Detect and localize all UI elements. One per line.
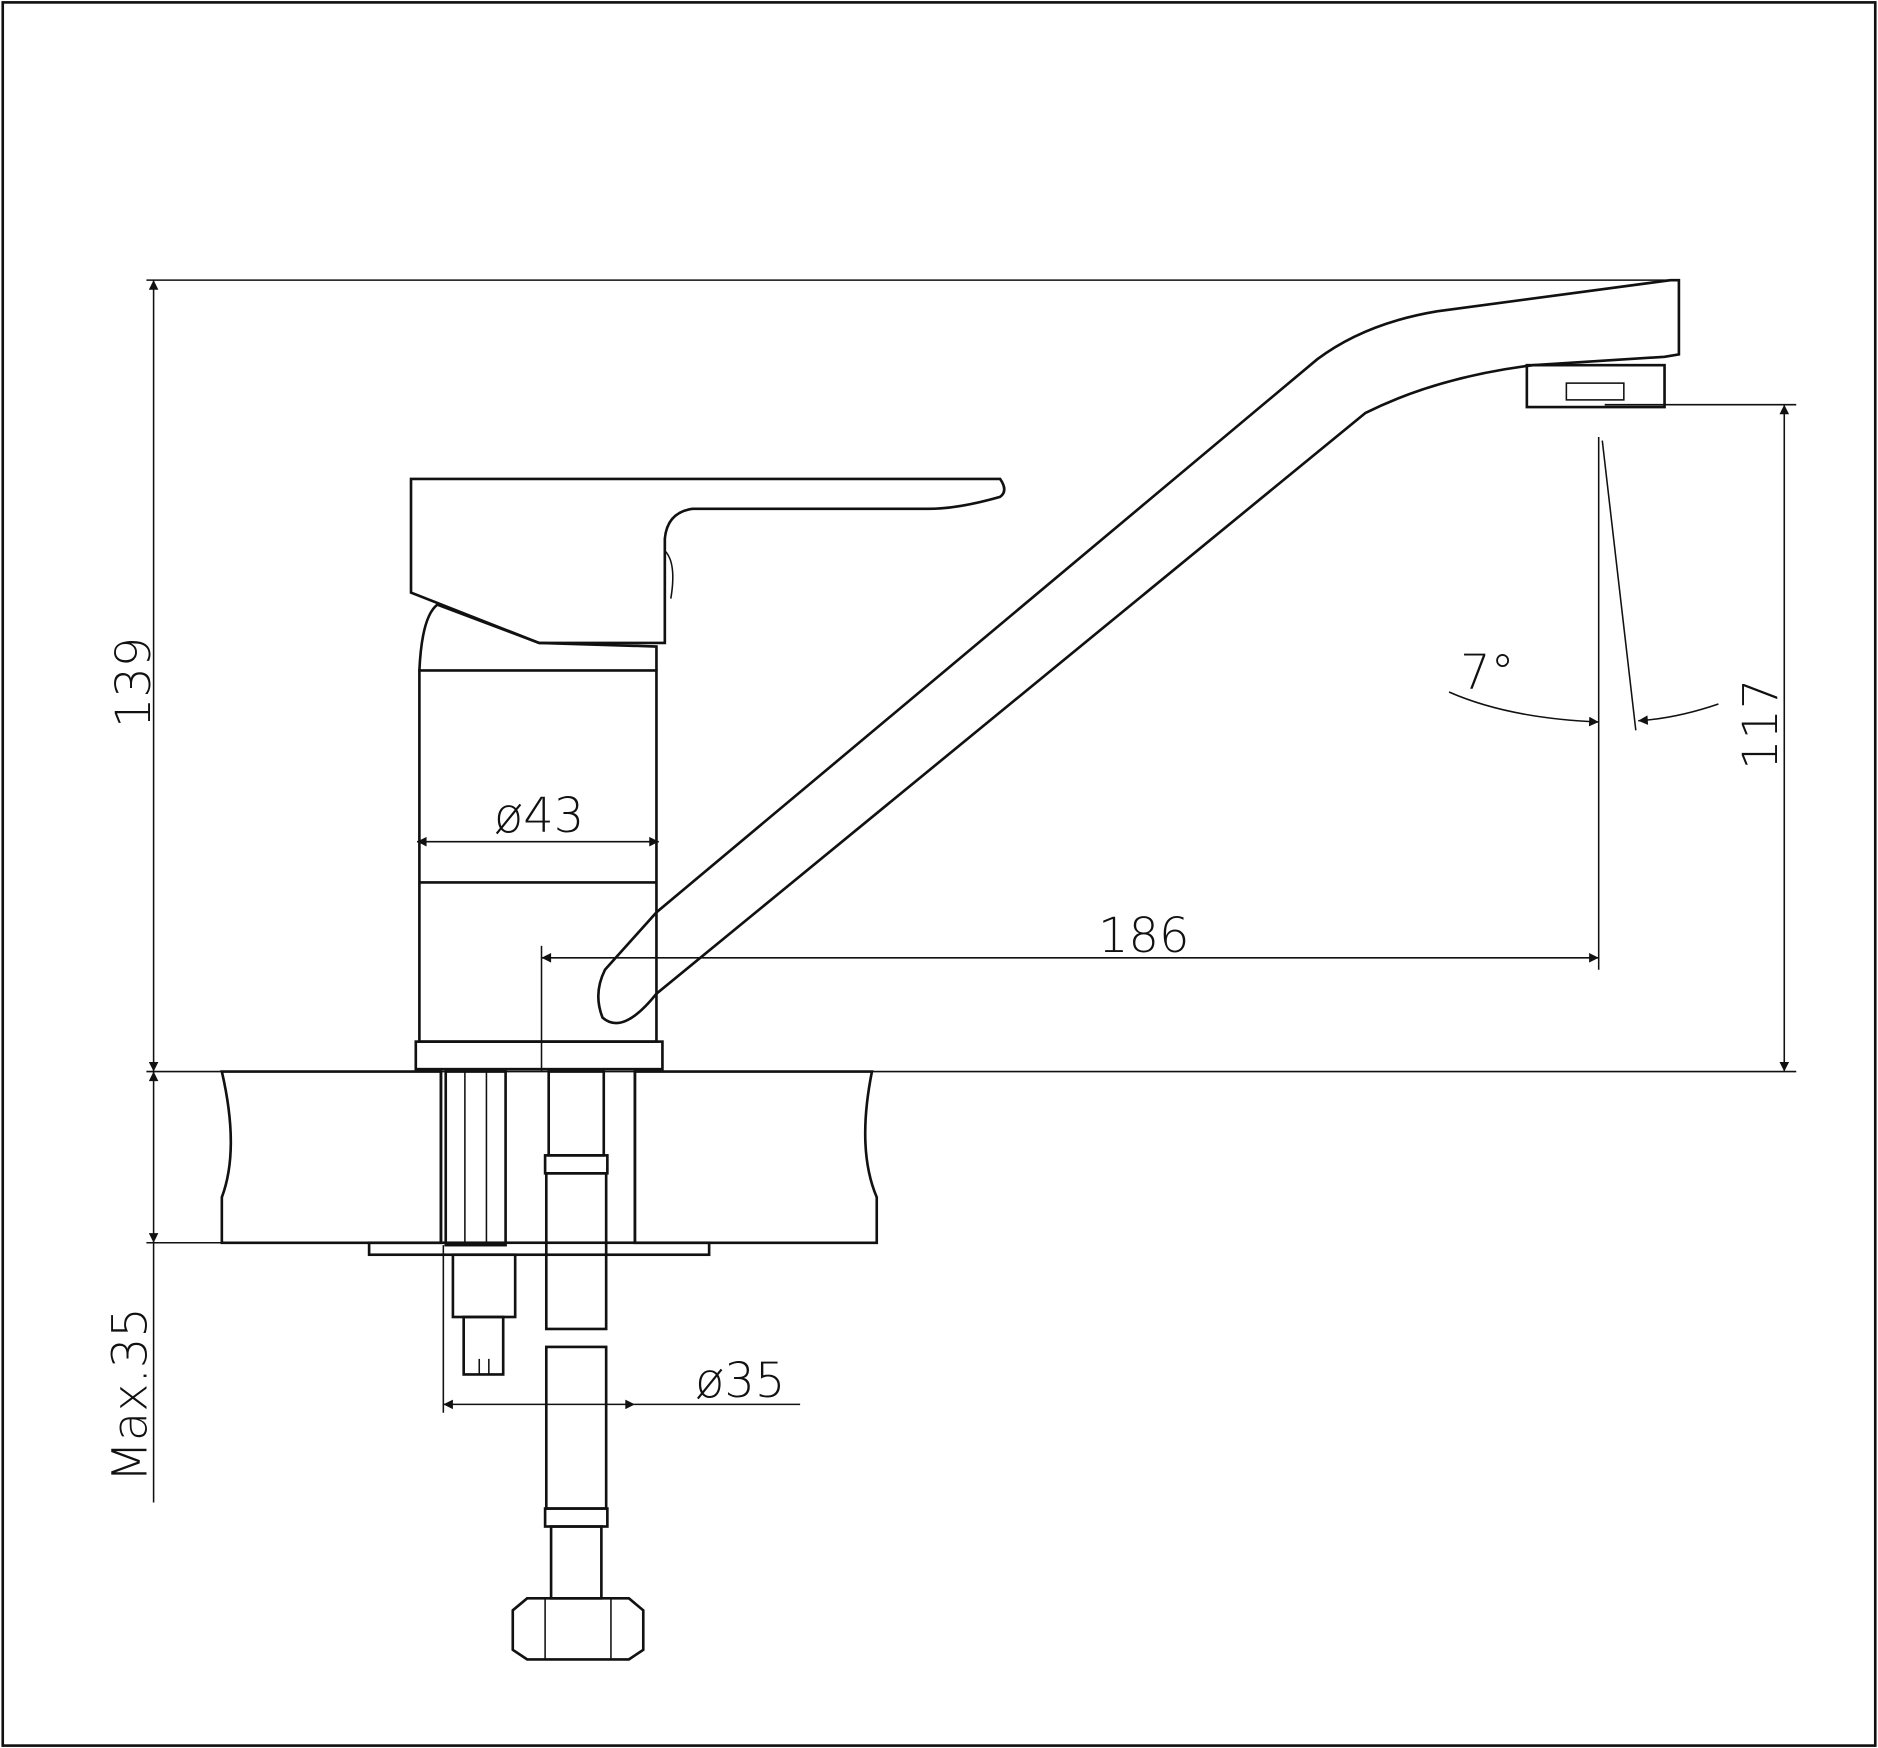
mounting-plate <box>367 1241 711 1257</box>
cartridge-cap <box>418 603 658 671</box>
dim-overall-height: 139 <box>107 637 162 728</box>
dimensions <box>146 279 1797 1503</box>
aerator <box>1525 363 1666 409</box>
countertop-section <box>220 1070 879 1257</box>
dim-spout-angle: 7° <box>1460 645 1514 700</box>
dim-max-thickness: Max.35 <box>103 1307 158 1482</box>
dim-outlet-height: 117 <box>1734 679 1789 770</box>
hose-nut <box>511 1597 645 1661</box>
mounting-hardware <box>444 1070 517 1376</box>
spout <box>597 278 1681 1025</box>
dim-body-diameter: ø43 <box>494 789 584 844</box>
faucet-body <box>409 477 1006 1071</box>
dim-spout-reach: 186 <box>1098 909 1189 964</box>
lever-handle <box>409 477 1006 645</box>
flexible-hose <box>511 1070 645 1661</box>
nut <box>451 1253 517 1319</box>
threaded-stud <box>462 1315 505 1376</box>
dim-hole-diameter: ø35 <box>695 1354 785 1409</box>
base-ring <box>414 1040 664 1071</box>
